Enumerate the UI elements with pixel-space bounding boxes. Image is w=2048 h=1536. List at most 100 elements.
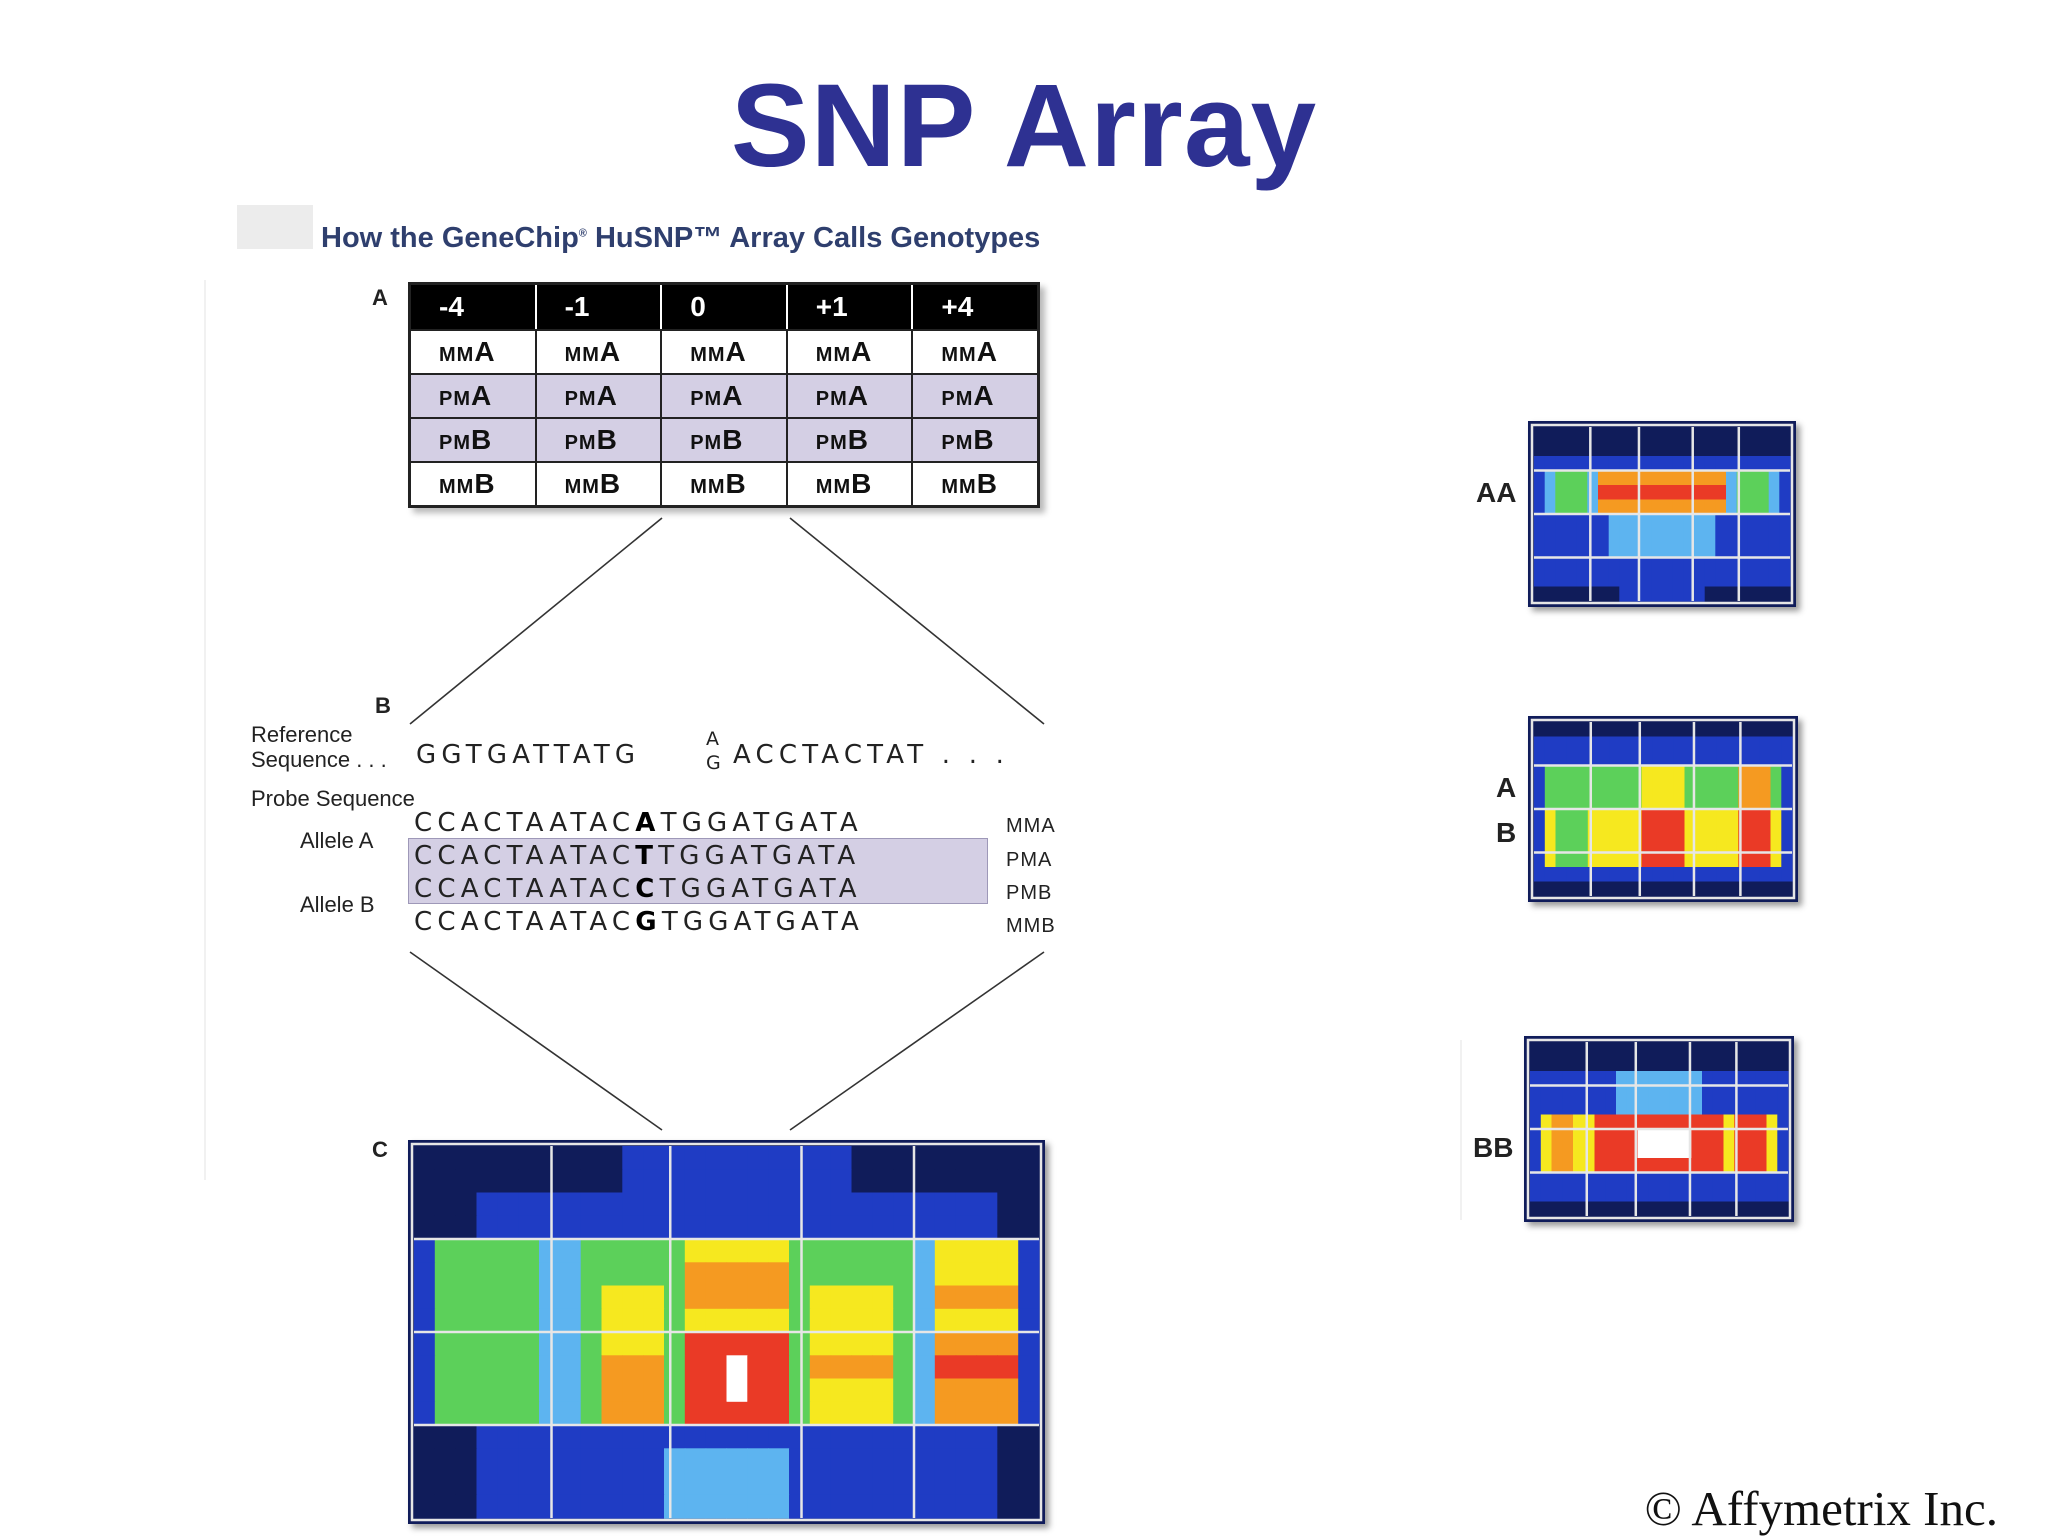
heatmap-pixel (830, 1425, 853, 1449)
heatmap-pixel (643, 1425, 665, 1449)
probe-allele: A (474, 336, 496, 367)
heatmap-pixel (809, 1355, 832, 1380)
probe-allele: A (976, 336, 998, 367)
heatmap-pixel (1704, 470, 1716, 486)
heatmap-pixel (872, 1471, 894, 1496)
heatmap-pixel (539, 1471, 561, 1496)
heatmap-pixel (580, 1169, 603, 1194)
heatmap-pixel (601, 1355, 623, 1380)
heatmap-pixel (476, 1262, 498, 1287)
probe-cell: PMA (534, 375, 661, 417)
heatmap-pixel (1620, 838, 1632, 854)
heatmap-pixel (1620, 809, 1632, 825)
heatmap-canvas (408, 1140, 1045, 1524)
heatmap-pixel (1555, 456, 1567, 472)
probe-snp-base: T (635, 841, 659, 871)
heatmap-pixel (1684, 823, 1696, 839)
probe-allele: B (725, 468, 747, 499)
heatmap-pixel (1576, 427, 1588, 443)
heatmap-border (1526, 1038, 1792, 1220)
heatmap-pixel (684, 1494, 707, 1519)
heatmap-pixel (1726, 456, 1738, 472)
heatmap-pixel (747, 1448, 769, 1473)
heatmap-pixel (1555, 514, 1567, 530)
heatmap-pixel (1605, 1114, 1617, 1130)
heatmap-pixel (1777, 1158, 1789, 1174)
heatmap-pixel (414, 1378, 436, 1403)
heatmap-pixel (1544, 852, 1557, 868)
heatmap-pixel (664, 1332, 686, 1356)
heatmap-pixel (1745, 1042, 1757, 1058)
probe-type-label: MMB (565, 468, 622, 500)
heatmap-pixel (1598, 485, 1610, 501)
probe-type-label: MMB (816, 468, 873, 500)
heatmap-pixel (497, 1215, 519, 1240)
panel-letter-b: B (375, 693, 391, 718)
heatmap-pixel (1530, 1100, 1542, 1116)
heatmap-pixel (1673, 881, 1686, 897)
heatmap-pixel (1018, 1401, 1040, 1426)
heatmap-pixel (1534, 736, 1546, 752)
heatmap-pixel (1587, 809, 1600, 825)
heatmap-pixel (476, 1239, 498, 1263)
heatmap-pixel (559, 1169, 582, 1194)
heatmap-pixel (1648, 1129, 1660, 1145)
heatmap-pixel (455, 1494, 478, 1519)
heatmap-pixel (559, 1308, 582, 1333)
heatmap-pixel (1758, 586, 1770, 602)
heatmap-pixel (1659, 1071, 1671, 1087)
heatmap-pixel (789, 1425, 811, 1449)
heatmap-pixel (1605, 1042, 1617, 1058)
heatmap-pixel (1723, 1143, 1735, 1159)
heatmap-pixel (809, 1471, 832, 1496)
heatmap-pixel (1626, 1114, 1639, 1130)
heatmap-pixel (1587, 514, 1599, 530)
heatmap-pixel (497, 1401, 519, 1426)
heatmap-pixel (497, 1146, 519, 1170)
page-title: SNP Array (730, 60, 1318, 192)
heatmap-pixel (1651, 572, 1663, 588)
heatmap-pixel (1779, 572, 1791, 588)
heatmap-pixel (934, 1239, 957, 1263)
heatmap-pixel (976, 1425, 998, 1449)
heatmap-pixel (1626, 1187, 1639, 1203)
heatmap-pixel (1755, 1071, 1768, 1087)
heatmap-pixel (1768, 470, 1780, 486)
heatmap-pixel (643, 1146, 665, 1170)
heatmap-pixel (1555, 470, 1567, 486)
probe-type-label: PMB (690, 424, 743, 456)
heatmap-pixel (1018, 1192, 1040, 1217)
heatmap-pixel (518, 1494, 540, 1519)
heatmap-pixel (872, 1215, 894, 1240)
heatmap-pixel (934, 1192, 957, 1217)
heatmap-pixel (1609, 838, 1621, 854)
heatmap-pixel (1777, 1100, 1789, 1116)
heatmap-pixel (955, 1308, 978, 1333)
probe-match-prefix: PM (941, 432, 974, 454)
heatmap-pixel (1777, 1187, 1789, 1203)
heatmap-pixel (1641, 736, 1653, 752)
heatmap-pixel (1652, 765, 1664, 781)
heatmap-pixel (518, 1471, 540, 1496)
heatmap-pixel (1702, 1056, 1714, 1072)
heatmap-pixel (726, 1378, 748, 1403)
heatmap-pixel (1777, 1114, 1789, 1130)
heatmap-pixel (1573, 1129, 1585, 1145)
heatmap-pixel (1695, 823, 1707, 839)
heatmap-pixel (914, 1355, 936, 1380)
heatmap-pixel (1726, 528, 1738, 544)
heatmap-pixel (997, 1239, 1019, 1263)
heatmap-border (1530, 423, 1794, 605)
heatmap-pixel (1726, 557, 1738, 573)
heatmap-pixel (914, 1192, 936, 1217)
heatmap-pixel (1694, 543, 1706, 559)
panel-letter-a: A (372, 285, 388, 310)
heatmap-pixel (1562, 1172, 1574, 1188)
heatmap-pixel (1587, 441, 1599, 457)
heatmap-pixel (684, 1169, 707, 1194)
heatmap-pixel (1727, 794, 1739, 810)
probe-cell: MMA (534, 331, 661, 373)
heatmap-pixel (1716, 722, 1729, 738)
heatmap-pixel (1704, 514, 1716, 530)
